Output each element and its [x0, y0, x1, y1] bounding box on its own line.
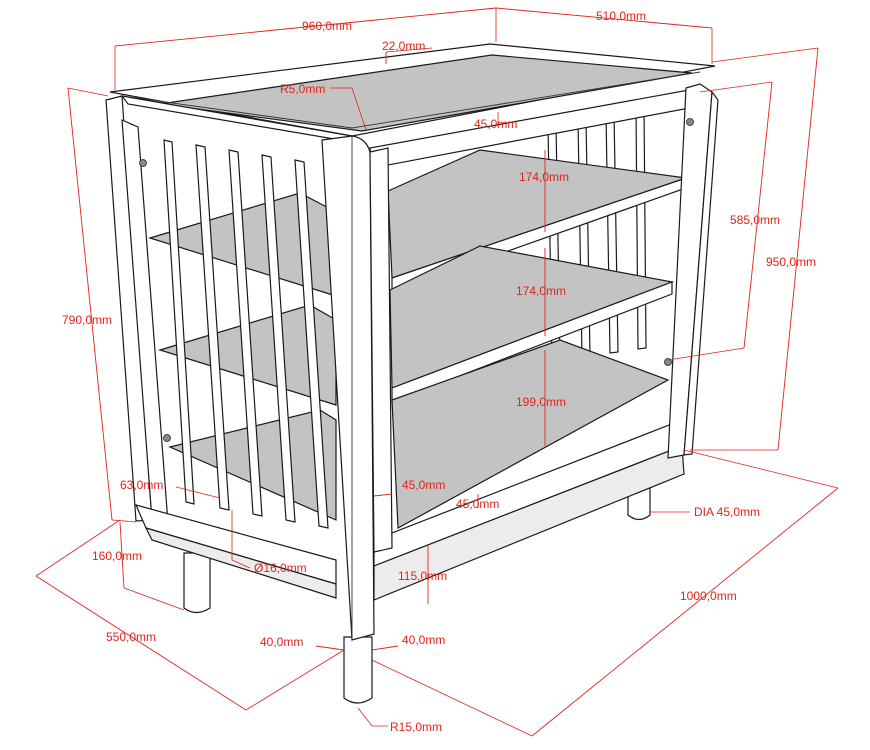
label-side-inset: 63,0mm	[120, 478, 163, 492]
shelf-3	[391, 339, 670, 529]
label-depth-top: 510,0mm	[596, 9, 646, 23]
top-board	[109, 43, 716, 137]
screw-bottom-left	[163, 434, 171, 442]
label-total-height: 950,0mm	[766, 255, 816, 269]
dimension-labels: 960,0mm 510,0mm 22,0mm R5,0mm 45,0mm 174…	[62, 9, 816, 734]
label-post-left: 40,0mm	[260, 635, 303, 649]
label-body-height: 790,0mm	[62, 313, 112, 327]
label-base-height: 115,0mm	[398, 569, 447, 583]
leg-front-left	[183, 552, 211, 614]
dimension-lines	[35, 7, 839, 737]
label-bar-diameter: Ø16,0mm	[254, 561, 307, 575]
label-corner-radius: R5,0mm	[280, 82, 325, 96]
label-inner-height: 585,0mm	[730, 213, 780, 227]
label-rim-thickness: 22,0mm	[382, 39, 425, 53]
label-post-right: 40,0mm	[402, 633, 445, 647]
label-leg-height-side: 160,0mm	[92, 549, 142, 563]
label-base-inset: 45,0mm	[456, 497, 499, 511]
label-shelf-gap-3: 199,0mm	[516, 395, 566, 409]
label-shelf-inset: 45,0mm	[474, 117, 517, 131]
label-shelf-gap-2: 174,0mm	[516, 284, 566, 298]
label-overall-depth: 550,0mm	[106, 630, 156, 644]
label-shelf-gap-1: 174,0mm	[519, 170, 569, 184]
screw-top-left	[139, 159, 147, 167]
label-overall-width: 1000,0mm	[680, 589, 737, 603]
label-front-post-inset: 45,0mm	[402, 478, 445, 492]
label-width-top: 960,0mm	[302, 19, 352, 33]
open-shelving	[369, 83, 719, 601]
label-leg-radius: R15,0mm	[390, 720, 442, 734]
screw-top-right	[686, 118, 694, 126]
side-panel-left	[105, 95, 353, 599]
screw-bottom-right	[664, 358, 672, 366]
leg-front-center	[343, 636, 373, 704]
label-leg-diameter: DIA 45,0mm	[694, 505, 760, 519]
